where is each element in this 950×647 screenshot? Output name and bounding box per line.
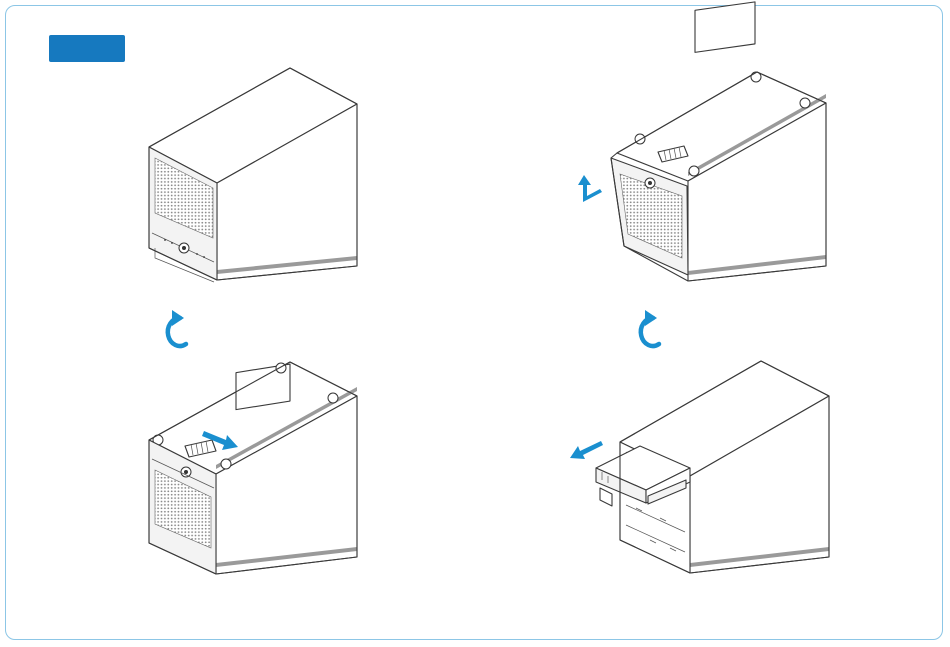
rotate-cw-icon [168,310,186,346]
enclosure-tray-tilted [611,2,826,281]
pull-arrow-icon [570,441,603,459]
rotate-cw-icon [641,310,659,346]
enclosure-drive-removal [596,361,829,573]
enclosure-latch-slide [149,362,357,574]
lift-arrow-icon [578,175,602,202]
enclosure-closed [149,68,357,282]
